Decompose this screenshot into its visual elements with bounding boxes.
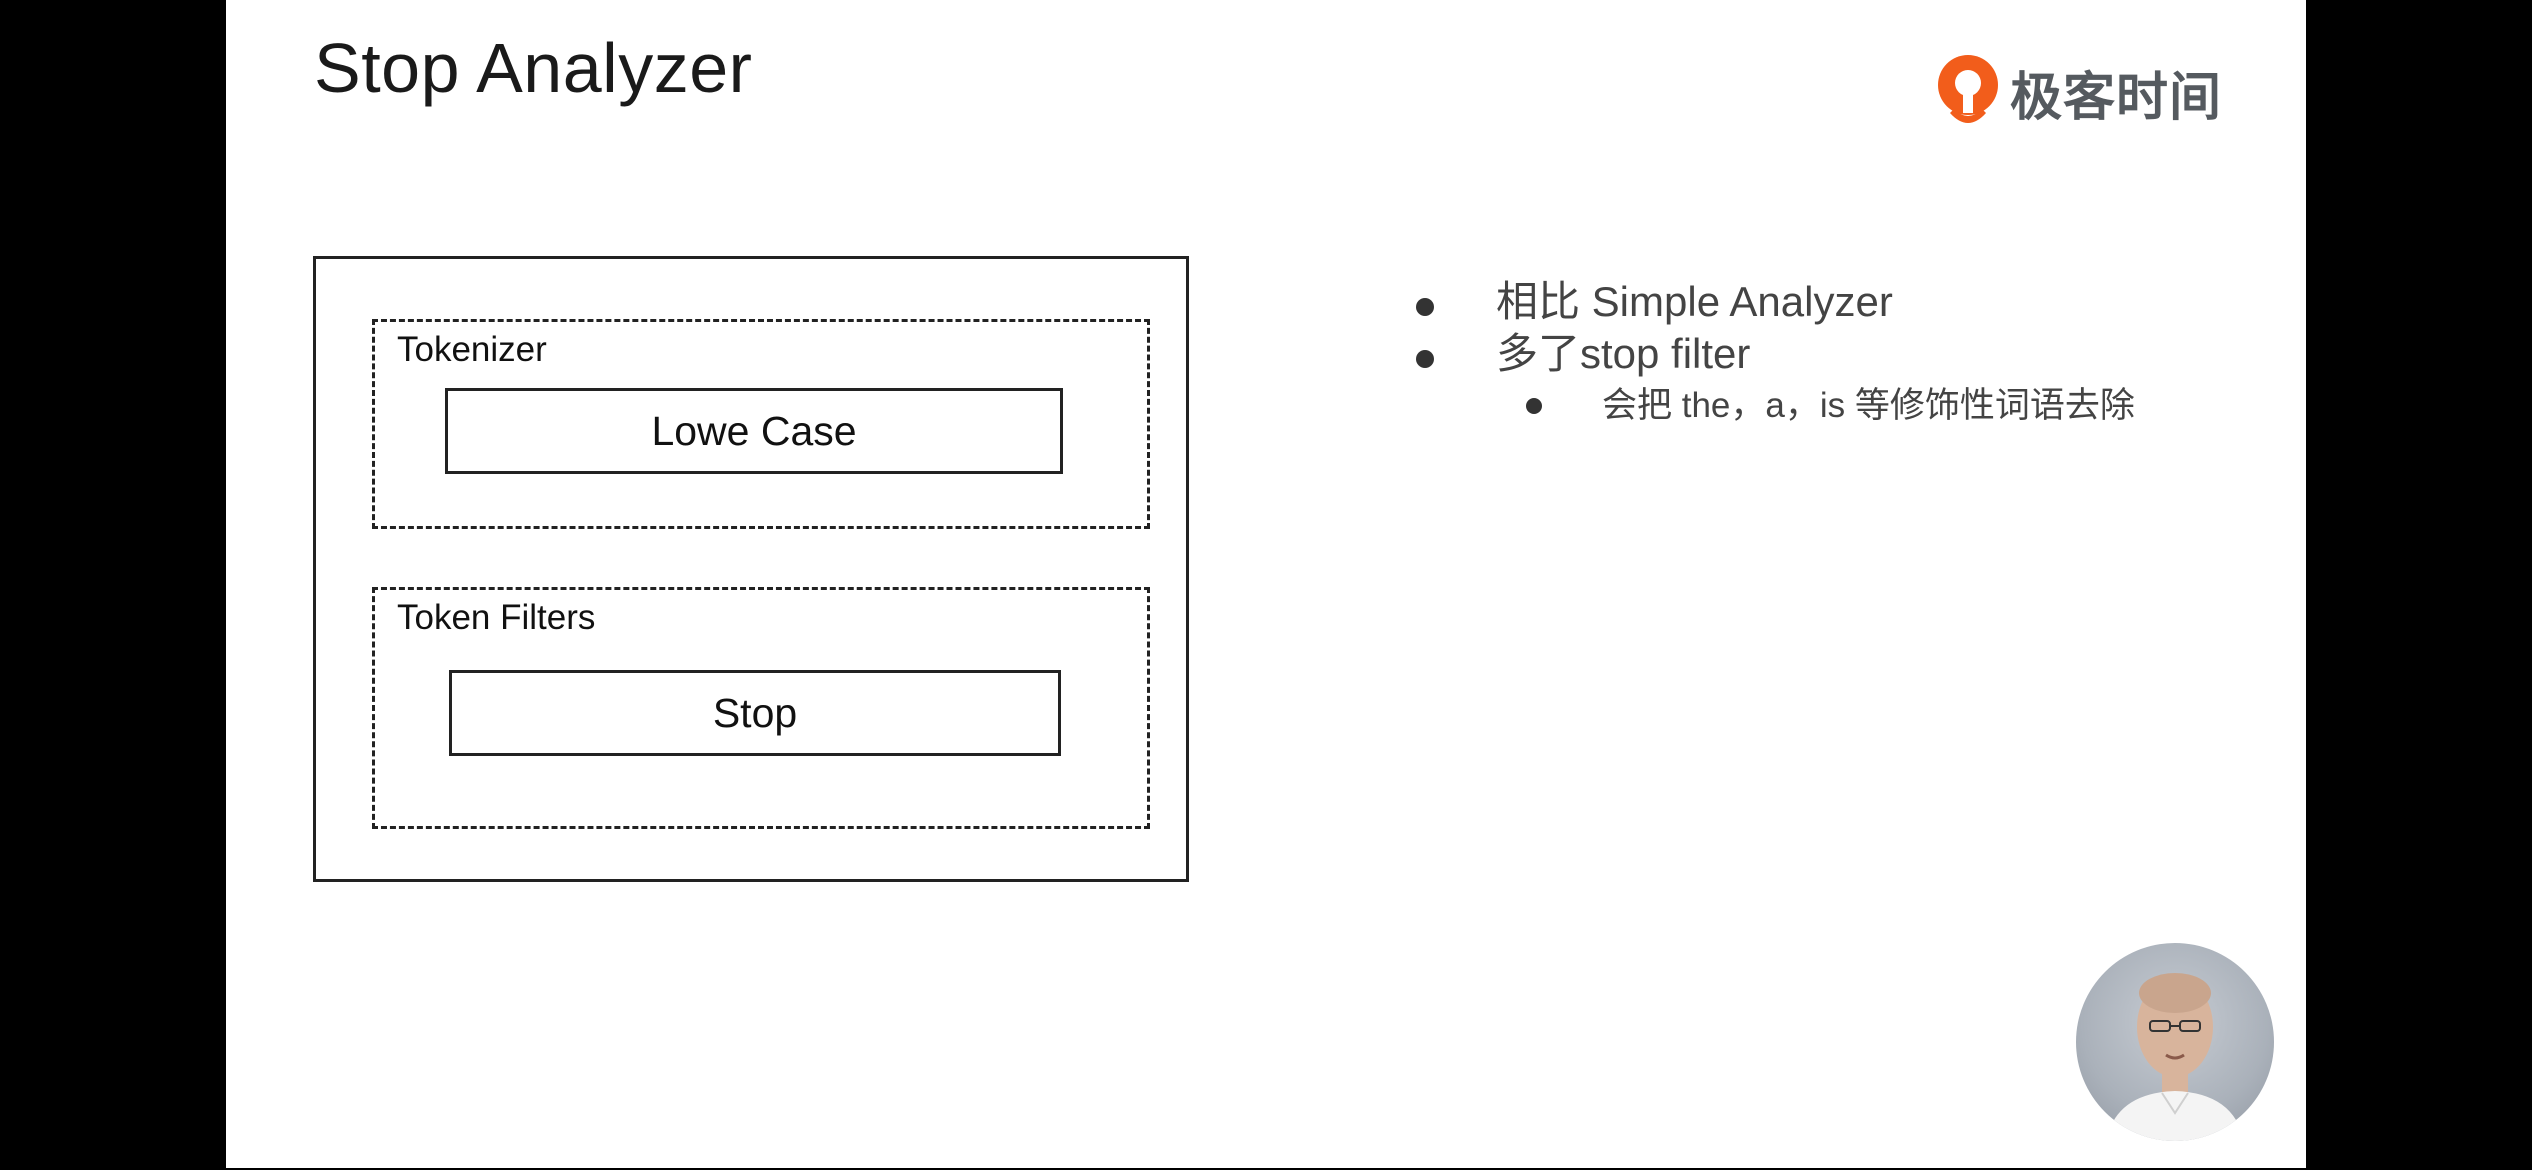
bullet-text: 相比 Simple Analyzer — [1496, 278, 1893, 325]
analyzer-diagram: Tokenizer Lowe Case Token Filters Stop — [313, 256, 1189, 882]
lowercase-tokenizer-box: Lowe Case — [445, 388, 1063, 474]
geektime-logo-icon — [1938, 55, 1998, 123]
bullet-dot-icon — [1416, 298, 1434, 316]
tokenizer-label: Tokenizer — [397, 330, 547, 369]
slide: Stop Analyzer 极客时间 Tokenizer Lowe Case T… — [226, 0, 2306, 1168]
token-filters-group: Token Filters Stop — [372, 587, 1150, 829]
token-filters-label: Token Filters — [397, 598, 596, 637]
stop-filter-box: Stop — [449, 670, 1061, 756]
tokenizer-group: Tokenizer Lowe Case — [372, 319, 1150, 529]
brand-name: 极客时间 — [2010, 67, 2223, 128]
bullet-text: 多了stop filter — [1496, 330, 1751, 377]
bullet-dot-icon — [1416, 350, 1434, 368]
brand-logo: 极客时间 — [1936, 52, 2222, 132]
presenter-avatar — [2106, 973, 2244, 1141]
sub-bullet-text: 会把 the，a，is 等修饰性词语去除 — [1602, 386, 2135, 425]
presenter-video — [2076, 943, 2274, 1141]
sub-bullet-dot-icon — [1526, 398, 1542, 414]
slide-title: Stop Analyzer — [314, 29, 753, 107]
